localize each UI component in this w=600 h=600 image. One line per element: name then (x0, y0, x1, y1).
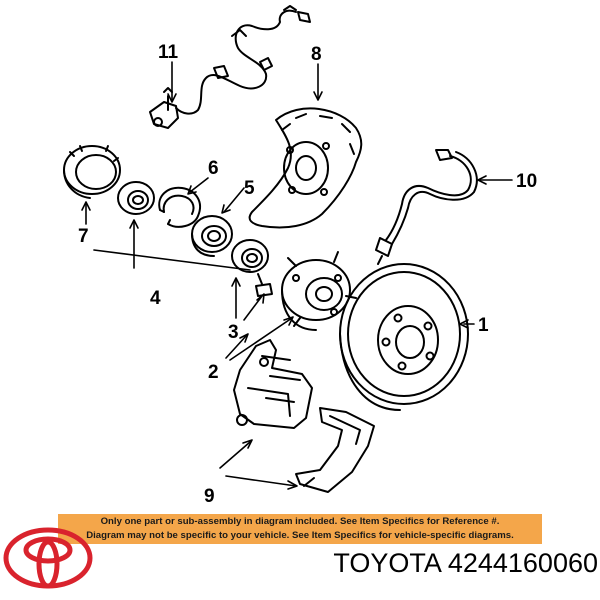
brake-hose-drawing (375, 149, 478, 265)
callout-9: 9 (204, 486, 215, 507)
hub-bolt-drawing (255, 273, 273, 297)
callout-6: 6 (208, 158, 219, 179)
callout-1: 1 (478, 315, 489, 336)
brake-disc-drawing (339, 263, 469, 411)
callout-7: 7 (78, 226, 89, 247)
notice-line-2: Diagram may not be specific to your vehi… (86, 530, 514, 541)
diagram-notice-banner: Only one part or sub-assembly in diagram… (58, 514, 542, 544)
abs-sensor-drawing (149, 5, 311, 129)
callout-4: 4 (150, 288, 161, 309)
inner-bearing-drawing (231, 239, 269, 273)
callout-3: 3 (228, 322, 239, 343)
notice-line-1: Only one part or sub-assembly in diagram… (100, 516, 500, 527)
callout-11: 11 (158, 42, 179, 63)
callout-8: 8 (311, 44, 322, 65)
brake-assembly-diagram: 11 8 10 6 5 7 1 4 3 2 9 (63, 5, 537, 507)
toyota-logo-icon (3, 527, 93, 589)
caliper-bracket-drawing (295, 407, 375, 493)
callout-2: 2 (208, 362, 219, 383)
snap-ring-drawing (158, 186, 201, 228)
part-number-label: TOYOTA 4244160060 (333, 548, 598, 578)
callout-5: 5 (244, 178, 255, 199)
dust-shield-drawing (248, 107, 363, 229)
outer-bearing-drawing (117, 181, 155, 215)
callout-10: 10 (516, 171, 537, 192)
callout-leader-lines (81, 61, 513, 490)
brake-caliper-drawing (233, 339, 313, 429)
oil-seal-drawing (63, 145, 121, 199)
hub-bearing-drawing (191, 215, 233, 257)
